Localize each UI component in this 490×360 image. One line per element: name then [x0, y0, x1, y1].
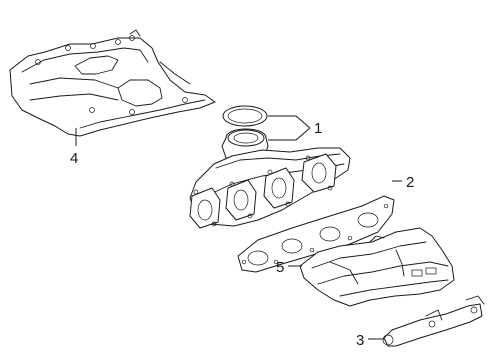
callout-1: 1: [314, 120, 322, 137]
callout-5: 5: [276, 259, 284, 276]
leader-lines: [75, 115, 402, 340]
callout-2: 2: [406, 174, 414, 191]
callout-3: 3: [356, 332, 364, 349]
support-bracket: [382, 295, 485, 347]
flange-gasket-ring: [222, 105, 268, 127]
exhaust-manifold: [189, 128, 351, 229]
manifold-gasket: [237, 195, 395, 273]
upper-heat-shield: [9, 29, 216, 137]
leader-1-manifold: [268, 127, 311, 141]
leader-1-ring: [268, 115, 311, 129]
lower-heat-shield: [299, 227, 455, 307]
callout-4: 4: [70, 150, 78, 167]
callouts: 1 2 3 4 5: [70, 120, 414, 349]
